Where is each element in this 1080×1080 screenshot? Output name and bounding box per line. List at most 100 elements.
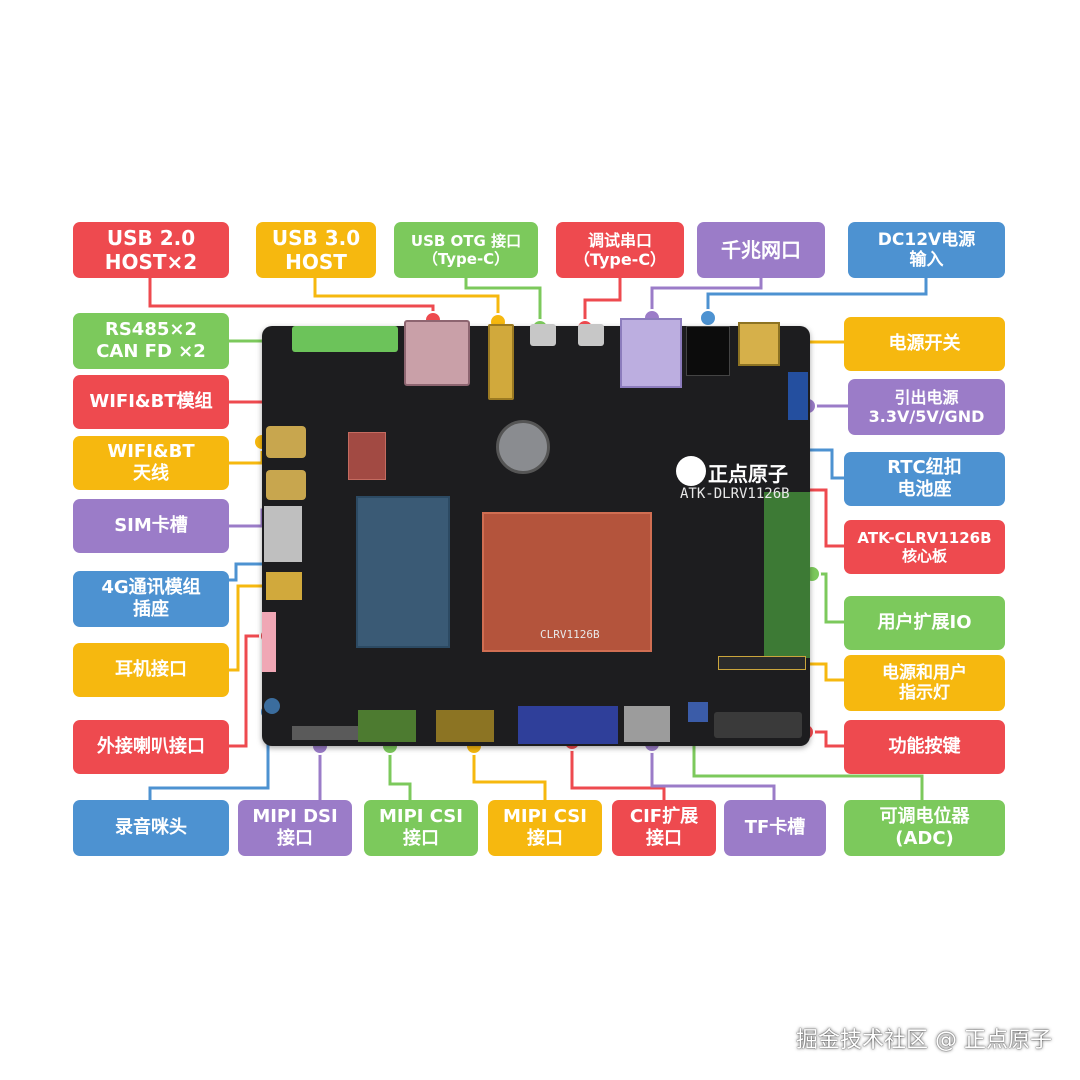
- board-brand: 正点原子: [708, 462, 788, 486]
- potentiometer-part: [688, 702, 708, 722]
- label-keys-line1: 功能按键: [888, 736, 961, 758]
- label-rtc-battery: RTC纽扣 电池座: [844, 452, 1005, 506]
- label-sim-slot: SIM卡槽: [73, 499, 229, 553]
- label-mipi-csi-2-line2: 接口: [527, 828, 563, 849]
- core-board-model: CLRV1126B: [540, 628, 600, 641]
- keys-row: [714, 712, 802, 738]
- leader-keys: [806, 730, 844, 748]
- label-dc12v-line2: 输入: [909, 250, 944, 270]
- label-wifi-bt-module: WIFI&BT模组: [73, 375, 229, 429]
- label-mipi-csi-1: MIPI CSI 接口: [364, 800, 478, 856]
- label-rtc-battery-line1: RTC纽扣: [887, 457, 962, 479]
- label-usb-otg-line1: USB OTG 接口: [410, 232, 522, 250]
- leader-dc12v: [706, 278, 928, 318]
- label-adc-pot: 可调电位器 (ADC): [844, 800, 1005, 856]
- label-rs485-can-line1: RS485×2: [104, 319, 197, 341]
- label-keys: 功能按键: [844, 720, 1005, 774]
- module-4g-socket: [356, 496, 450, 648]
- label-sim-slot-line1: SIM卡槽: [114, 515, 188, 537]
- antenna-connector-2: [266, 470, 306, 500]
- antenna-connector-1: [266, 426, 306, 458]
- tf-slot-part: [624, 706, 670, 742]
- label-core-board-line2: 核心板: [901, 547, 947, 565]
- label-power-out: 引出电源 3.3V/5V/GND: [848, 379, 1005, 435]
- leader-tf-slot: [650, 744, 776, 800]
- label-usb30-line1: USB 3.0: [271, 226, 361, 250]
- label-usb30-line2: HOST: [285, 250, 347, 274]
- label-mic: 录音咪头: [73, 800, 229, 856]
- label-mipi-dsi-line1: MIPI DSI: [252, 806, 338, 828]
- label-headphone: 耳机接口: [73, 643, 229, 697]
- label-leds-line1: 电源和用户: [882, 662, 967, 683]
- label-mipi-dsi-line2: 接口: [277, 828, 313, 849]
- label-debug-uart: 调试串口 （Type-C）: [556, 222, 684, 278]
- label-tf-slot-line1: TF卡槽: [744, 817, 806, 839]
- user-io-header: [764, 492, 810, 658]
- label-dc12v-line1: DC12V电源: [877, 229, 976, 250]
- label-mipi-dsi: MIPI DSI 接口: [238, 800, 352, 856]
- speaker-connector: [262, 612, 276, 672]
- label-leds-line2: 指示灯: [899, 683, 950, 703]
- usb20-connectors: [404, 320, 470, 386]
- brand-logo-icon: [676, 456, 706, 486]
- label-core-board-line1: ATK-CLRV1126B: [857, 529, 992, 547]
- label-cif-line2: 接口: [646, 828, 682, 849]
- label-usb20-line2: HOST×2: [104, 250, 198, 274]
- label-adc-pot-line1: 可调电位器: [879, 806, 970, 828]
- rs485-can-terminal-block: [292, 326, 398, 352]
- rtc-battery-part: [496, 420, 550, 474]
- label-user-io-line1: 用户扩展IO: [877, 612, 972, 634]
- label-leds: 电源和用户 指示灯: [844, 655, 1005, 711]
- leader-cif: [570, 742, 666, 800]
- mipi-dsi-connector: [292, 726, 358, 740]
- mipi-csi-2-connector: [436, 710, 494, 742]
- label-wifi-bt-module-line1: WIFI&BT模组: [89, 391, 213, 413]
- wifi-bt-module-part: [348, 432, 386, 480]
- label-debug-uart-line2: （Type-C）: [573, 250, 667, 269]
- label-usb20-line1: USB 2.0: [106, 226, 196, 250]
- label-module-4g-line1: 4G通讯模组: [101, 577, 201, 599]
- leader-usb30: [313, 278, 500, 322]
- label-debug-uart-line1: 调试串口: [587, 230, 652, 250]
- leader-mipi-csi-2: [472, 746, 547, 800]
- cif-header: [518, 706, 618, 744]
- label-gigabit-eth-line1: 千兆网口: [721, 238, 801, 262]
- label-dc12v: DC12V电源 输入: [848, 222, 1005, 278]
- leader-mipi-csi-1: [388, 746, 412, 800]
- usb-otg-connector: [530, 324, 556, 346]
- led-strip: [718, 656, 806, 670]
- leader-gigabit-eth: [650, 278, 763, 318]
- label-usb30: USB 3.0 HOST: [256, 222, 376, 278]
- leader-mic: [148, 712, 270, 800]
- power-out-pins: [788, 372, 808, 420]
- label-power-out-line1: 引出电源: [894, 387, 959, 407]
- label-headphone-line1: 耳机接口: [115, 659, 187, 681]
- mipi-csi-1-connector: [358, 710, 416, 742]
- label-core-board: ATK-CLRV1126B 核心板: [844, 520, 1005, 574]
- debug-uart-connector: [578, 324, 604, 346]
- label-adc-pot-line2: (ADC): [895, 828, 954, 849]
- label-wifi-bt-antenna-line1: WIFI&BT: [107, 441, 195, 463]
- label-mipi-csi-2: MIPI CSI 接口: [488, 800, 602, 856]
- label-usb20: USB 2.0 HOST×2: [73, 222, 229, 278]
- label-gigabit-eth: 千兆网口: [697, 222, 825, 278]
- label-mic-line1: 录音咪头: [115, 817, 187, 839]
- label-module-4g-line2: 插座: [133, 599, 169, 620]
- label-module-4g: 4G通讯模组 插座: [73, 571, 229, 627]
- label-user-io: 用户扩展IO: [844, 596, 1005, 650]
- label-rtc-battery-line2: 电池座: [897, 479, 952, 500]
- ethernet-jack: [620, 318, 682, 388]
- pcb-board: 正点原子 ATK-DLRV1126B CLRV1126B: [262, 318, 810, 746]
- label-power-switch-line1: 电源开关: [888, 333, 961, 355]
- label-cif: CIF扩展 接口: [612, 800, 716, 856]
- label-usb-otg-line2: （Type-C）: [422, 250, 510, 268]
- headphone-jack: [266, 572, 302, 600]
- usb30-connector: [488, 324, 514, 400]
- board-model: ATK-DLRV1126B: [680, 486, 790, 502]
- sim-slot-part: [264, 506, 302, 562]
- mic-part: [264, 698, 280, 714]
- core-board-part: [482, 512, 652, 652]
- label-wifi-bt-antenna-line2: 天线: [133, 463, 169, 484]
- label-cif-line1: CIF扩展: [629, 806, 699, 828]
- label-usb-otg: USB OTG 接口 （Type-C）: [394, 222, 538, 278]
